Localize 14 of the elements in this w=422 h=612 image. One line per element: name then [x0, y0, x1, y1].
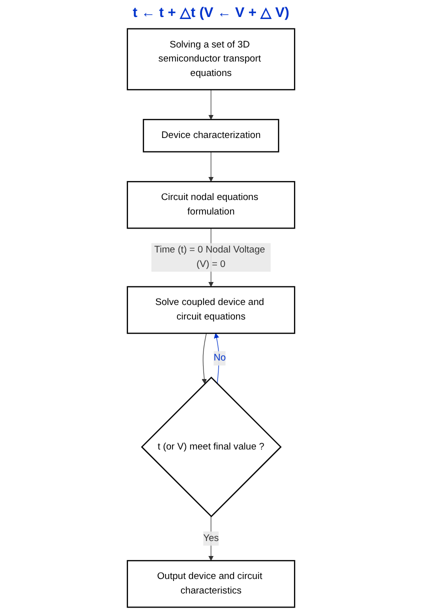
- node-box: Solve coupled device and circuit equations: [126, 286, 296, 334]
- node-box: Device characterization: [142, 118, 280, 152]
- node-box: Solving a set of 3D semiconductor transport equations: [126, 28, 296, 90]
- arrow: [208, 151, 214, 182]
- arrow: [208, 89, 214, 120]
- node-box: Circuit nodal equations formulation: [126, 181, 296, 229]
- edge-label: Time (t) = 0 Nodal Voltage (V) = 0: [154, 244, 266, 270]
- update-note: t ← t + △t (V ← V + △ V): [132, 4, 290, 20]
- node-diamond: t (or V) meet final value ?: [140, 376, 282, 518]
- edge-label: No: [214, 352, 226, 364]
- node-box: Output device and circuit characteristics: [126, 560, 296, 608]
- arrow: [202, 333, 207, 384]
- edge-label: Yes: [203, 533, 219, 544]
- arrow: [208, 516, 214, 561]
